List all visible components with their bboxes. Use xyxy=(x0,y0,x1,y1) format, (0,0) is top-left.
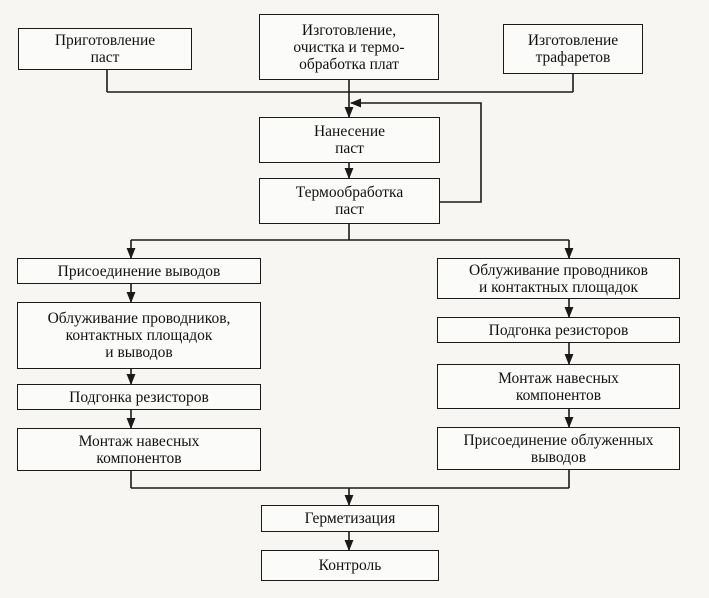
feedback-loop xyxy=(349,98,482,203)
box-board-preparation: Изготовление, очистка и термо- обработка… xyxy=(259,14,439,80)
box-paste-heat-treatment: Термообработка паст xyxy=(259,178,440,224)
box-left-resistor-trim: Подгонка резисторов xyxy=(17,384,261,410)
box-right-mount-components: Монтаж навесных компонентов xyxy=(437,364,680,409)
box-stencil-making: Изготовление трафаретов xyxy=(503,24,643,74)
box-sealing: Герметизация xyxy=(261,505,439,532)
box-right-resistor-trim: Подгонка резисторов xyxy=(437,317,680,343)
box-left-mount-components: Монтаж навесных компонентов xyxy=(17,428,261,471)
box-left-leads-attach: Присоединение выводов xyxy=(17,258,261,284)
box-paste-application: Нанесение паст xyxy=(259,117,440,163)
box-control: Контроль xyxy=(261,550,439,581)
box-right-tinned-leads-attach: Присоединение облуженных выводов xyxy=(437,427,680,470)
box-left-tinning: Облуживание проводников, контактных площ… xyxy=(17,302,261,369)
box-right-tinning: Облуживание проводников и контактных пло… xyxy=(437,258,680,299)
box-paste-preparation: Приготовление паст xyxy=(18,28,192,70)
